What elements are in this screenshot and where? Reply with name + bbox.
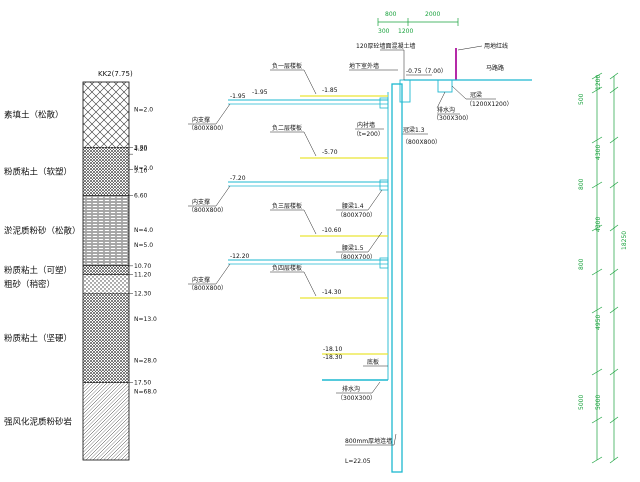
depth-label: 11.20 — [134, 271, 151, 278]
waling-block — [379, 179, 389, 191]
stratum-name: 粉质粘土（软塑） — [4, 166, 72, 177]
floor-name: 负四层楼板 — [272, 264, 302, 272]
stratum-6 — [82, 382, 130, 461]
underground-outer-wall-label: 地下室外墙 — [349, 62, 379, 70]
wall-top-label: 120厚砼墙面混凝土墙 — [356, 42, 415, 50]
dim-segment-label: 4300 — [595, 145, 602, 160]
crown-beam — [399, 79, 411, 103]
stratum-name: 粉质粘土（坚硬） — [4, 333, 72, 344]
inner-lining-thk: （t=200） — [353, 131, 384, 138]
spt-n-value: N=13.0 — [134, 316, 157, 323]
stratum-0 — [82, 81, 130, 148]
base-drain-label: 排水沟 — [342, 385, 360, 393]
stratum-name: 淤泥质粉砂（松散） — [4, 226, 81, 237]
depth-label: 17.50 — [134, 380, 151, 387]
waling-size: （800X700） — [337, 254, 376, 261]
inner-lining-label: 内衬墙 — [357, 121, 375, 129]
depth-label: 12.30 — [134, 290, 151, 297]
stratum-2 — [82, 195, 130, 267]
crown-beam-label-2-size: （800X800） — [402, 139, 441, 146]
borehole-log: KK2(7.75) 素填土（松散） 粉质粘土（软塑） 淤泥质粉砂（松散） 粉质粘土（可… — [4, 70, 157, 461]
waling-block — [379, 97, 389, 109]
stratum-name: 强风化泥质粉砂岩 — [4, 416, 73, 427]
strut-size: （800X800） — [188, 285, 227, 292]
dim-segment-label: 800 — [578, 258, 585, 270]
waling-label: 腰梁1.5 — [342, 244, 364, 252]
waling-label: 腰梁1.4 — [342, 202, 364, 210]
dim-segment-label: 800 — [578, 178, 585, 190]
retaining-wall-section: 800 2000 300 1200 用地红线 马路路 120厚砼墙面混凝土墙 地… — [188, 11, 532, 473]
floor-name: 负二层楼板 — [272, 124, 302, 132]
top-dimension: 800 2000 300 1200 — [377, 11, 459, 35]
spt-n-value: N=28.0 — [134, 357, 157, 364]
stratum-5 — [82, 293, 130, 383]
stratum-name: 粗砂（稍密） — [4, 279, 55, 290]
strut-size: （800X800） — [188, 207, 227, 214]
stratum-1 — [82, 147, 130, 196]
spt-n-value: N=2.0 — [134, 165, 153, 172]
spt-n-value: N=4.0 — [134, 227, 153, 234]
dim-800: 800 — [385, 11, 397, 18]
drain-ditch-label: 排水沟 — [437, 106, 455, 114]
floor-elevation-left: -1.95 — [252, 89, 268, 96]
stratum-name: 素填土（松散） — [4, 110, 64, 121]
floor-elevation: -1.85 — [322, 87, 338, 94]
wall-name: 800mm厚地连墙 — [345, 437, 392, 445]
spt-n-value: N=2.0 — [134, 106, 153, 113]
diaphragm-wall — [391, 83, 403, 473]
spt-n-value: N=68.0 — [134, 388, 157, 395]
road-label: 马路路 — [486, 64, 504, 72]
dim-segment-label: 500 — [578, 93, 585, 105]
depth-label: 3.80 — [134, 144, 148, 151]
dim-300: 300 — [378, 28, 390, 35]
base-elevation-2: -18.30 — [323, 354, 343, 361]
depth-label: 6.60 — [134, 192, 148, 199]
wall-length: L=22.05 — [345, 458, 371, 465]
base-elevation: -18.10 — [323, 346, 343, 353]
dim-total: 18250 — [621, 231, 628, 250]
strut-label: 内支撑 — [192, 276, 210, 284]
drain-ditch — [437, 79, 453, 93]
floor-elevation: -14.30 — [322, 289, 342, 296]
strut-elevation: -1.95 — [230, 93, 246, 100]
waling-block — [379, 257, 389, 269]
dim-segment-label: 5000 — [578, 395, 585, 410]
depth-label: 4.20 — [134, 146, 148, 153]
crown-beam-size: （1200X1200） — [466, 101, 513, 108]
strut-label: 内支撑 — [192, 198, 210, 206]
dim-segment-label: 1200 — [595, 75, 602, 90]
base-slab-label: 底板 — [367, 358, 379, 366]
strut-elevation: -12.20 — [230, 253, 250, 260]
base-drain-size: （300X300） — [337, 395, 376, 402]
floor-name: 负三层楼板 — [272, 202, 302, 210]
dim-segment-label: 5000 — [595, 395, 602, 410]
borehole-id: KK2(7.75) — [98, 70, 133, 78]
depth-label: 5.10 — [134, 168, 148, 175]
strut-elevation: -7.20 — [230, 175, 246, 182]
borehole-outline — [82, 81, 130, 461]
floor-elevation: -10.60 — [322, 227, 342, 234]
floor-elevation: -5.70 — [322, 149, 338, 156]
vertical-dimension-chain: 500 1200 4300 800 4300 800 4950 5000 5000 18250 — [578, 72, 628, 464]
depth-label: 10.70 — [134, 263, 151, 270]
dim-2000: 2000 — [425, 11, 440, 18]
stratum-3 — [82, 265, 130, 275]
spt-n-value: N=5.0 — [134, 242, 153, 249]
dim-segment-label: 4950 — [595, 315, 602, 330]
strut-size: （800X800） — [188, 125, 227, 132]
red-line-label: 用地红线 — [484, 42, 508, 50]
floor-name: 负一层楼板 — [272, 62, 302, 70]
dim-segment-label: 4300 — [595, 217, 602, 232]
drain-ditch-size: （300X300） — [433, 115, 472, 122]
crown-beam-label-2: 冠梁1.3 — [403, 126, 425, 134]
strut-label: 内支撑 — [192, 116, 210, 124]
stratum-name: 粉质粘土（可塑） — [4, 265, 72, 276]
dim-1200: 1200 — [398, 28, 413, 35]
top-elevation: -0.75（7.00） — [406, 68, 447, 75]
crown-beam-label: 冠梁 — [470, 91, 482, 99]
stratum-4 — [82, 274, 130, 294]
waling-size: （800X700） — [337, 212, 376, 219]
